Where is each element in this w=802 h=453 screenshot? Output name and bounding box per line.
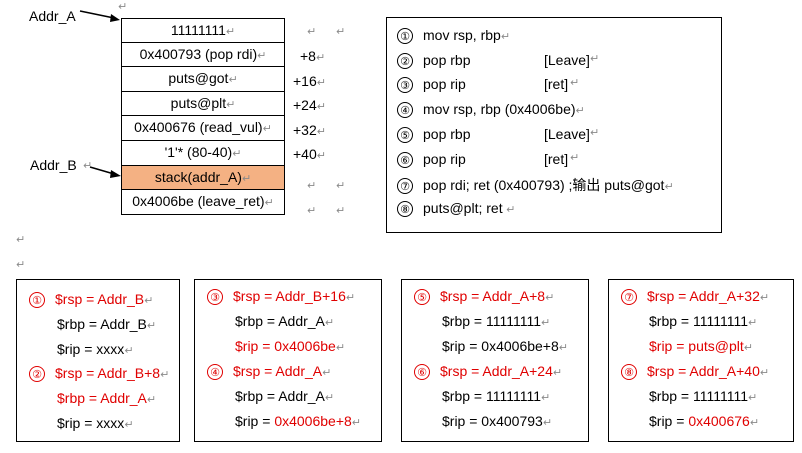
stack-offset: +24↵ xyxy=(293,97,326,113)
state-line: ⑦$rsp = Addr_A+32↵ xyxy=(621,288,769,306)
state-line: $rip = 0x4006be+8↵ xyxy=(442,338,568,354)
addr-b-arrow xyxy=(89,166,121,178)
state-line: ①$rsp = Addr_B↵ xyxy=(29,291,153,309)
stack-offset: +8↵ xyxy=(300,48,326,64)
state-box-1: ①$rsp = Addr_B↵ $rbp = Addr_B↵ $rip = xx… xyxy=(16,279,180,442)
addr-b-label: Addr_B xyxy=(30,157,77,173)
stack-cell: 0x4006be (leave_ret)↵ xyxy=(121,190,285,215)
state-line: $rip = 0x4006be↵ xyxy=(235,338,346,354)
state-line: $rbp = Addr_A↵ xyxy=(57,390,157,406)
state-line: $rbp = Addr_A↵ xyxy=(235,313,335,329)
state-line: ⑥$rsp = Addr_A+24↵ xyxy=(414,363,562,381)
stack-cell: 0x400676 (read_vul)↵ xyxy=(121,116,285,141)
stack-offset: +32↵ xyxy=(293,122,326,138)
state-line: ⑤$rsp = Addr_A+8↵ xyxy=(414,288,554,306)
stack-cell: 0x400793 (pop rdi)↵ xyxy=(121,42,285,68)
paragraph-mark: ↵ xyxy=(336,204,346,217)
state-line: $rbp = 11111111↵ xyxy=(649,313,758,329)
state-line: $rip = 0x400793↵ xyxy=(442,413,553,429)
state-line: ⑧$rsp = Addr_A+40↵ xyxy=(621,363,769,381)
state-line: ②$rsp = Addr_B+8↵ xyxy=(29,365,169,383)
paragraph-mark: ↵ xyxy=(83,159,93,172)
state-line: $rbp = Addr_B↵ xyxy=(57,316,157,332)
paragraph-mark: ↵ xyxy=(16,233,26,246)
stack-offset: +16↵ xyxy=(293,73,326,89)
state-line: ④$rsp = Addr_A↵ xyxy=(207,363,331,381)
stack-cell: '1'* (80-40)↵ xyxy=(121,140,285,166)
stack-cell: 11111111↵ xyxy=(121,18,285,43)
state-line: $rip = xxxx↵ xyxy=(57,415,134,431)
state-line: $rip = xxxx↵ xyxy=(57,341,134,357)
addr-a-label: Addr_A xyxy=(29,8,76,24)
paragraph-mark: ↵ xyxy=(336,25,346,38)
addr-a-arrow xyxy=(79,10,120,22)
paragraph-mark: ↵ xyxy=(16,258,26,271)
paragraph-mark: ↵ xyxy=(307,25,317,38)
state-line: $rbp = Addr_A↵ xyxy=(235,388,335,404)
paragraph-mark: ↵ xyxy=(336,179,346,192)
paragraph-mark: ↵ xyxy=(307,204,317,217)
state-line: $rbp = 11111111↵ xyxy=(649,388,758,404)
state-box-3: ⑤$rsp = Addr_A+8↵ $rbp = 11111111↵ $rip … xyxy=(401,279,589,442)
state-line: $rip = 0x4006be+8↵ xyxy=(235,413,361,429)
state-line: $rbp = 11111111↵ xyxy=(442,388,551,404)
state-box-4: ⑦$rsp = Addr_A+32↵ $rbp = 11111111↵ $rip… xyxy=(608,279,794,442)
stack-cell-highlight: stack(addr_A)↵ xyxy=(121,165,285,191)
stack-offset: +40↵ xyxy=(293,146,326,162)
state-line: $rbp = 11111111↵ xyxy=(442,313,551,329)
stack-frame: 11111111↵ 0x400793 (pop rdi)↵ puts@got↵ … xyxy=(121,18,285,215)
paragraph-mark: ↵ xyxy=(118,0,128,13)
state-line: $rip = 0x400676↵ xyxy=(649,413,760,429)
state-line: ③$rsp = Addr_B+16↵ xyxy=(207,288,355,306)
state-box-2: ③$rsp = Addr_B+16↵ $rbp = Addr_A↵ $rip =… xyxy=(194,279,382,442)
stack-cell: puts@got↵ xyxy=(121,67,285,92)
paragraph-mark: ↵ xyxy=(307,179,317,192)
stack-cell: puts@plt↵ xyxy=(121,91,285,117)
state-line: $rip = puts@plt↵ xyxy=(649,338,753,354)
